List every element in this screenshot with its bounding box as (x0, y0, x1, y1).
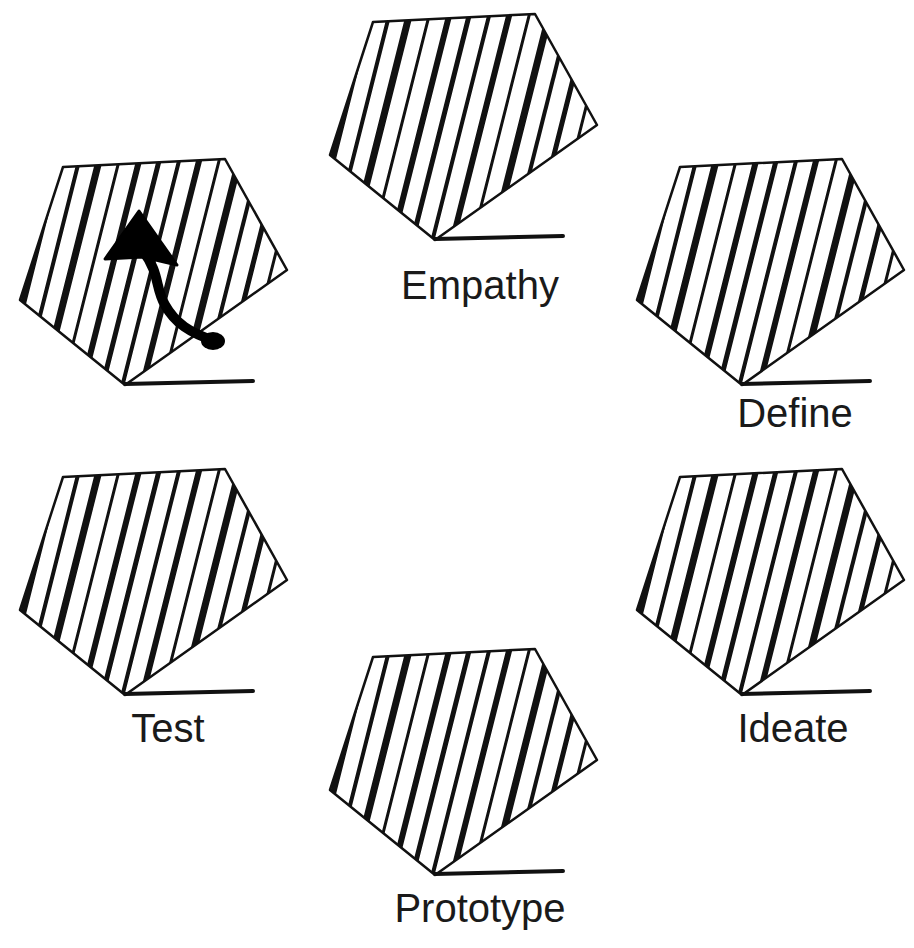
hatching (0, 459, 362, 705)
hatch-stroke (280, 155, 300, 395)
hatching (557, 149, 914, 395)
phase-node: Empathy (325, 10, 600, 308)
hatch-stroke (550, 639, 612, 885)
hatch-stroke (15, 155, 22, 395)
hatch-stroke (140, 459, 202, 705)
hatch-stroke (757, 149, 819, 395)
hatch-stroke (877, 459, 914, 705)
pentagon-outline (637, 469, 904, 695)
pentagon-base (125, 381, 253, 384)
hatch-stroke (557, 149, 619, 395)
hatching (250, 4, 672, 250)
hatch-stroke (240, 155, 300, 395)
arrow-tail (201, 332, 225, 350)
arrow-head (105, 211, 177, 265)
hatch-stroke (610, 4, 672, 250)
hatch-stroke (220, 155, 282, 395)
hatch-stroke (857, 149, 914, 395)
hatch-stroke (450, 4, 512, 250)
hatching (15, 155, 300, 395)
hatch-stroke (530, 639, 592, 885)
hatch-stroke (570, 639, 632, 885)
hatch-stroke (180, 155, 242, 395)
hatch-stroke (240, 459, 302, 705)
phase-node: Test (15, 465, 290, 751)
hatch-stroke (140, 155, 202, 395)
phase-label: Ideate (737, 705, 848, 751)
phase-node: Define (632, 155, 907, 436)
hatch-stroke (570, 4, 632, 250)
hatch-stroke (280, 459, 342, 705)
hatching (250, 639, 672, 885)
pentagon-outline (330, 14, 597, 240)
hatch-stroke (450, 639, 512, 885)
pentagon-base (435, 871, 563, 874)
hatch-stroke (577, 149, 639, 395)
hatch-stroke (260, 459, 322, 705)
pentagon-base (435, 236, 563, 239)
hatch-stroke (877, 149, 914, 395)
hatch-stroke (300, 459, 362, 705)
phase-label: Define (737, 390, 853, 436)
hatch-stroke (610, 639, 672, 885)
pentagon-outline (20, 469, 287, 695)
hatch-stroke (0, 459, 42, 705)
hatch-stroke (557, 459, 619, 705)
hatch-stroke (550, 4, 612, 250)
pentagon-base (125, 691, 253, 694)
hatching (557, 459, 914, 705)
pentagon-outline (637, 159, 904, 385)
pentagon-outline (20, 159, 287, 385)
phase-label: Prototype (394, 885, 565, 931)
hatch-stroke (837, 459, 899, 705)
hatch-stroke (590, 4, 652, 250)
hatch-stroke (250, 639, 312, 885)
hatch-stroke (0, 459, 2, 705)
phase-node: Prototype (325, 645, 600, 931)
pentagon-outline (330, 649, 597, 875)
phase-label: Empathy (401, 262, 559, 308)
pentagon-base (742, 381, 870, 384)
hatch-stroke (590, 639, 652, 885)
hatch-stroke (530, 4, 592, 250)
hatch-stroke (270, 639, 332, 885)
hatch-stroke (250, 4, 312, 250)
hatch-stroke (837, 149, 899, 395)
hatch-stroke (270, 4, 332, 250)
hatch-stroke (220, 459, 282, 705)
phase-node: Ideate (632, 465, 907, 751)
arrow-shaft (143, 251, 215, 341)
pentagon-base (742, 691, 870, 694)
hatch-stroke (577, 459, 639, 705)
phase-label: Test (131, 705, 204, 751)
hatch-stroke (0, 459, 22, 705)
hatch-stroke (757, 459, 819, 705)
hatch-stroke (857, 459, 914, 705)
hatched-pentagon-with-arrow (15, 155, 300, 400)
